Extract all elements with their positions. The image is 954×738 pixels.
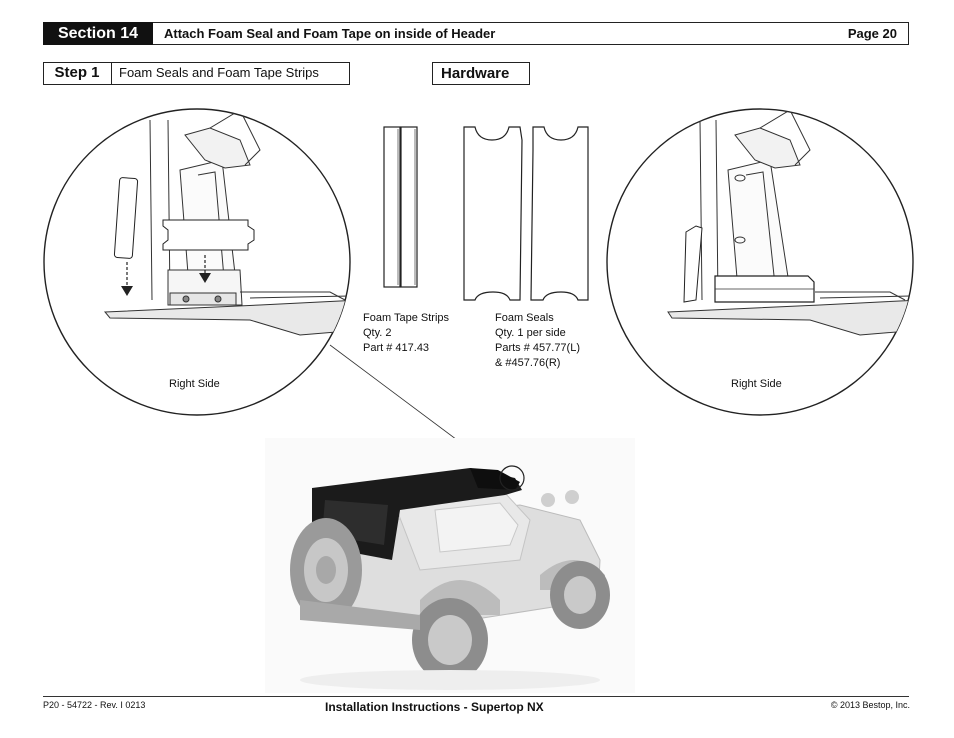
right-detail-illustration: [606, 108, 914, 416]
foam-seals-parts-line1: Parts # 457.77(L): [495, 342, 580, 354]
hardware-label: Hardware: [432, 62, 530, 85]
step-label: Step 1: [43, 62, 112, 85]
footer-doc-number: P20 - 54722 - Rev. I 0213: [43, 700, 146, 710]
foam-seals-parts-line2: & #457.76(R): [495, 357, 561, 369]
foam-tape-qty: Qty. 2: [363, 327, 392, 339]
foam-tape-caption: Foam Tape Strips Qty. 2 Part # 417.43: [363, 311, 449, 356]
right-detail-caption: Right Side: [731, 378, 782, 390]
foam-tape-part: Part # 417.43: [363, 342, 430, 354]
footer-divider: [43, 696, 909, 697]
step-box: [43, 62, 350, 85]
left-detail-illustration: [43, 108, 351, 416]
left-detail-caption: Right Side: [169, 378, 220, 390]
foam-seals-qty: Qty. 1 per side: [495, 327, 566, 339]
foam-tape-strips: [383, 126, 418, 288]
page-number: Page 20: [847, 26, 897, 41]
foam-seals-caption: Foam Seals Qty. 1 per side Parts # 457.7…: [495, 311, 580, 371]
foam-seals-name: Foam Seals: [495, 312, 554, 324]
foam-tape-name: Foam Tape Strips: [363, 312, 450, 324]
jeep-illustration: [265, 438, 635, 693]
footer-title: Installation Instructions - Supertop NX: [325, 700, 544, 714]
section-label: Section 14: [43, 22, 153, 45]
detail-callout-circle: [499, 465, 525, 491]
footer-copyright: © 2013 Bestop, Inc.: [830, 700, 910, 710]
section-title: Attach Foam Seal and Foam Tape on inside…: [164, 26, 496, 41]
step-title: Foam Seals and Foam Tape Strips: [119, 65, 319, 80]
foam-seals: [463, 126, 589, 301]
